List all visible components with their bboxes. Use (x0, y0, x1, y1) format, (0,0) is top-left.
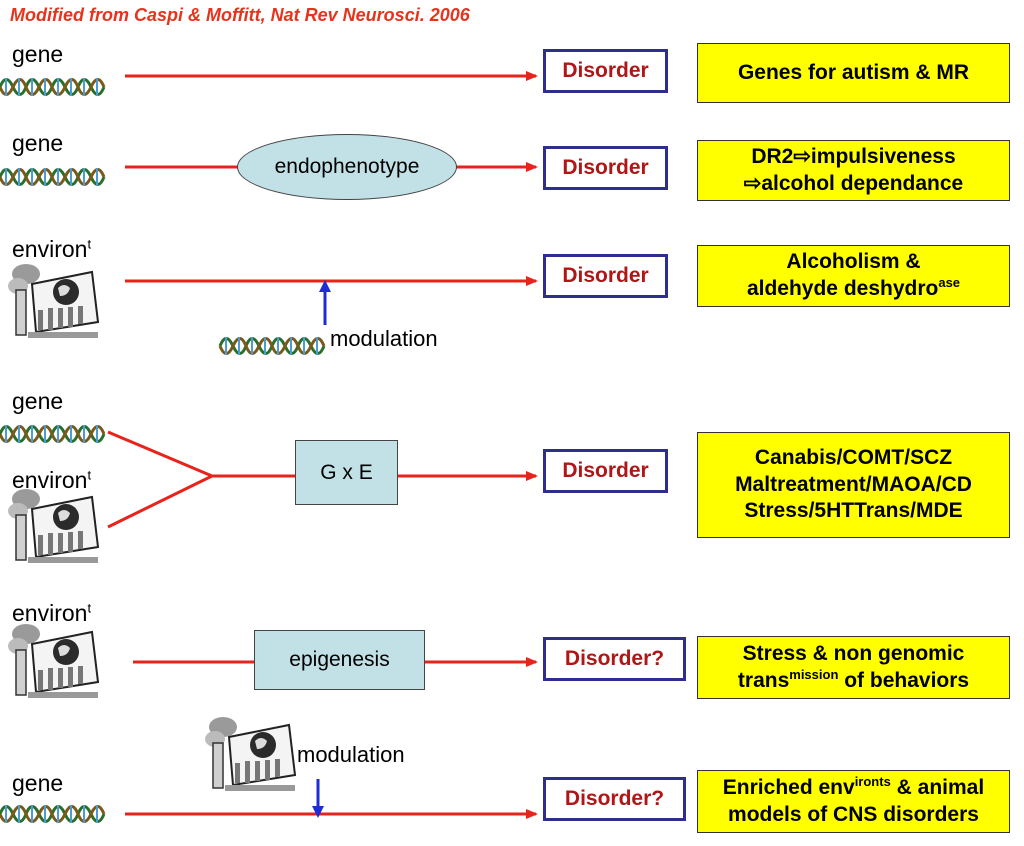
environment-label: environt (12, 467, 92, 493)
example-line: Genes for autism & MR (737, 60, 970, 84)
modulation-label: modulation (330, 326, 438, 351)
example-line: Enriched environts & animal (722, 773, 985, 799)
factory-pollution-icon (205, 717, 297, 791)
dna-helix-icon (0, 805, 106, 823)
dna-helix-icon (0, 168, 106, 186)
dna-helix-icon (218, 337, 326, 355)
modulation-label: modulation (297, 742, 405, 767)
endophenotype-node: endophenotype (237, 134, 457, 200)
example-box: Stress & non genomic transmission of beh… (697, 636, 1010, 699)
dna-helix-icon (0, 78, 106, 96)
disorder-box: Disorder (543, 449, 668, 493)
example-line: Canabis/COMT/SCZ (754, 445, 953, 469)
disorder-box: Disorder? (543, 777, 686, 821)
example-line: aldehyde deshydroase (746, 275, 961, 300)
example-box: Genes for autism & MR (697, 43, 1010, 103)
gene-label: gene (12, 41, 64, 67)
gene-label: gene (12, 130, 64, 156)
example-box: DR2⇨impulsiveness ⇨alcohol dependance (697, 140, 1010, 201)
disorder-box: Disorder (543, 146, 668, 190)
dna-helix-icon (0, 425, 106, 443)
example-line: Stress & non genomic (742, 641, 965, 665)
factory-pollution-icon (8, 624, 100, 698)
example-line: ⇨alcohol dependance (743, 171, 964, 195)
example-box: Alcoholism & aldehyde deshydroase (697, 245, 1010, 307)
disorder-box: Disorder (543, 254, 668, 298)
example-box: Enriched environts & animal models of CN… (697, 770, 1010, 833)
example-line: Alcoholism & (786, 250, 921, 274)
fork-upper (107, 430, 213, 478)
citation: Modified from Caspi & Moffitt, Nat Rev N… (10, 5, 470, 25)
factory-pollution-icon (8, 264, 100, 338)
environment-label: environt (12, 236, 92, 262)
gene-label: gene (12, 770, 64, 796)
example-line: transmission of behaviors (737, 666, 970, 692)
fork-lower (107, 474, 213, 529)
epigenesis-node: epigenesis (254, 630, 425, 690)
gene-label: gene (12, 388, 64, 414)
example-line: models of CNS disorders (728, 802, 979, 826)
example-line: DR2⇨impulsiveness (751, 144, 956, 168)
disorder-box: Disorder (543, 49, 668, 93)
example-box: Canabis/COMT/SCZ Maltreatment/MAOA/CD St… (697, 432, 1010, 538)
gxe-node: G x E (295, 440, 398, 505)
environment-label: environt (12, 600, 92, 626)
factory-pollution-icon (8, 489, 100, 563)
example-line: Maltreatment/MAOA/CD (735, 472, 972, 496)
example-line: Stress/5HTTrans/MDE (744, 499, 963, 523)
disorder-box: Disorder? (543, 637, 686, 681)
